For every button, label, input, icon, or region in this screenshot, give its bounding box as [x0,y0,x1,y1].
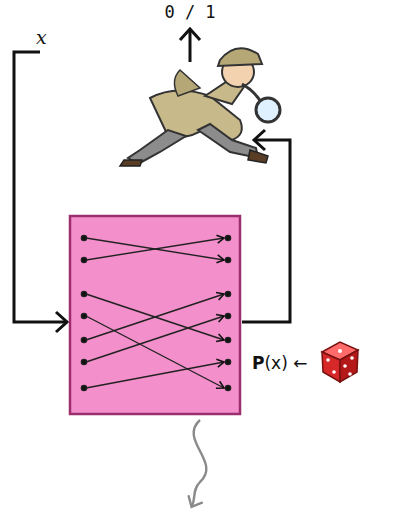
detective-figure [120,48,280,166]
output-label: 0 / 1 [164,4,215,21]
permutation-box [70,216,240,414]
answer-wire [242,140,290,322]
pointer-arrow [192,420,206,506]
query-wire [14,52,66,322]
sampling-label: P(x) ← [252,355,307,372]
input-label: x [36,28,47,47]
dice-icon [322,342,358,382]
permutation-arrows [81,235,230,390]
output-arrow [189,30,192,62]
